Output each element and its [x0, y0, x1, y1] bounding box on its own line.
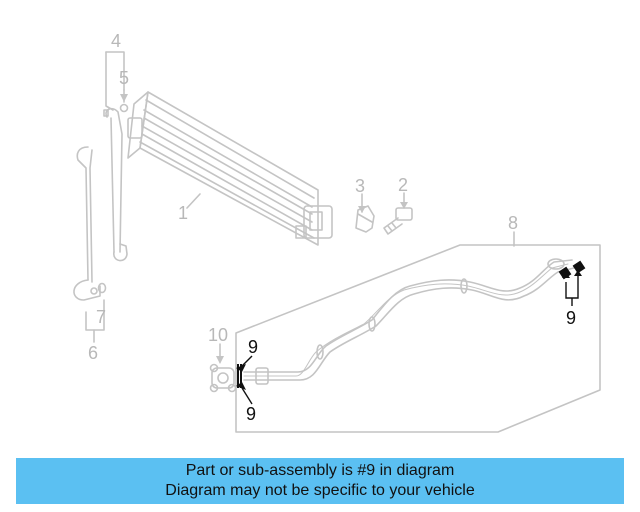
callout-9-left-top: 9 [248, 337, 258, 357]
callout-3: 3 [355, 176, 365, 196]
cooler-hose-part [243, 258, 575, 385]
callout-1: 1 [178, 203, 188, 223]
banner-disclaimer-text: Diagram may not be specific to your vehi… [165, 482, 475, 499]
callout-4: 4 [111, 31, 121, 51]
mount-bracket-part [103, 103, 129, 262]
callout-7: 7 [96, 307, 106, 327]
hose-assembly-panel [235, 244, 601, 433]
callout-5: 5 [119, 68, 129, 88]
clip-part [355, 205, 375, 233]
callout-6: 6 [88, 343, 98, 363]
oil-cooler-part [127, 91, 333, 246]
seal-ring-highlighted [237, 260, 586, 405]
lower-bracket-part [73, 146, 107, 301]
callout-9-left-bottom: 9 [246, 404, 256, 424]
parts-diagram: 1 2 3 4 5 6 7 8 10 9 9 9 [73, 31, 601, 433]
connector-fitting-part [209, 363, 237, 393]
callout-leaders [85, 51, 515, 363]
callout-2: 2 [398, 175, 408, 195]
callout-8: 8 [508, 213, 518, 233]
callout-9-right: 9 [566, 308, 576, 328]
bolt-part [383, 207, 413, 235]
part-info-banner: Part or sub-assembly is #9 in diagram Di… [16, 458, 624, 504]
callout-10: 10 [208, 325, 228, 345]
banner-part-text: Part or sub-assembly is #9 in diagram [185, 462, 455, 479]
